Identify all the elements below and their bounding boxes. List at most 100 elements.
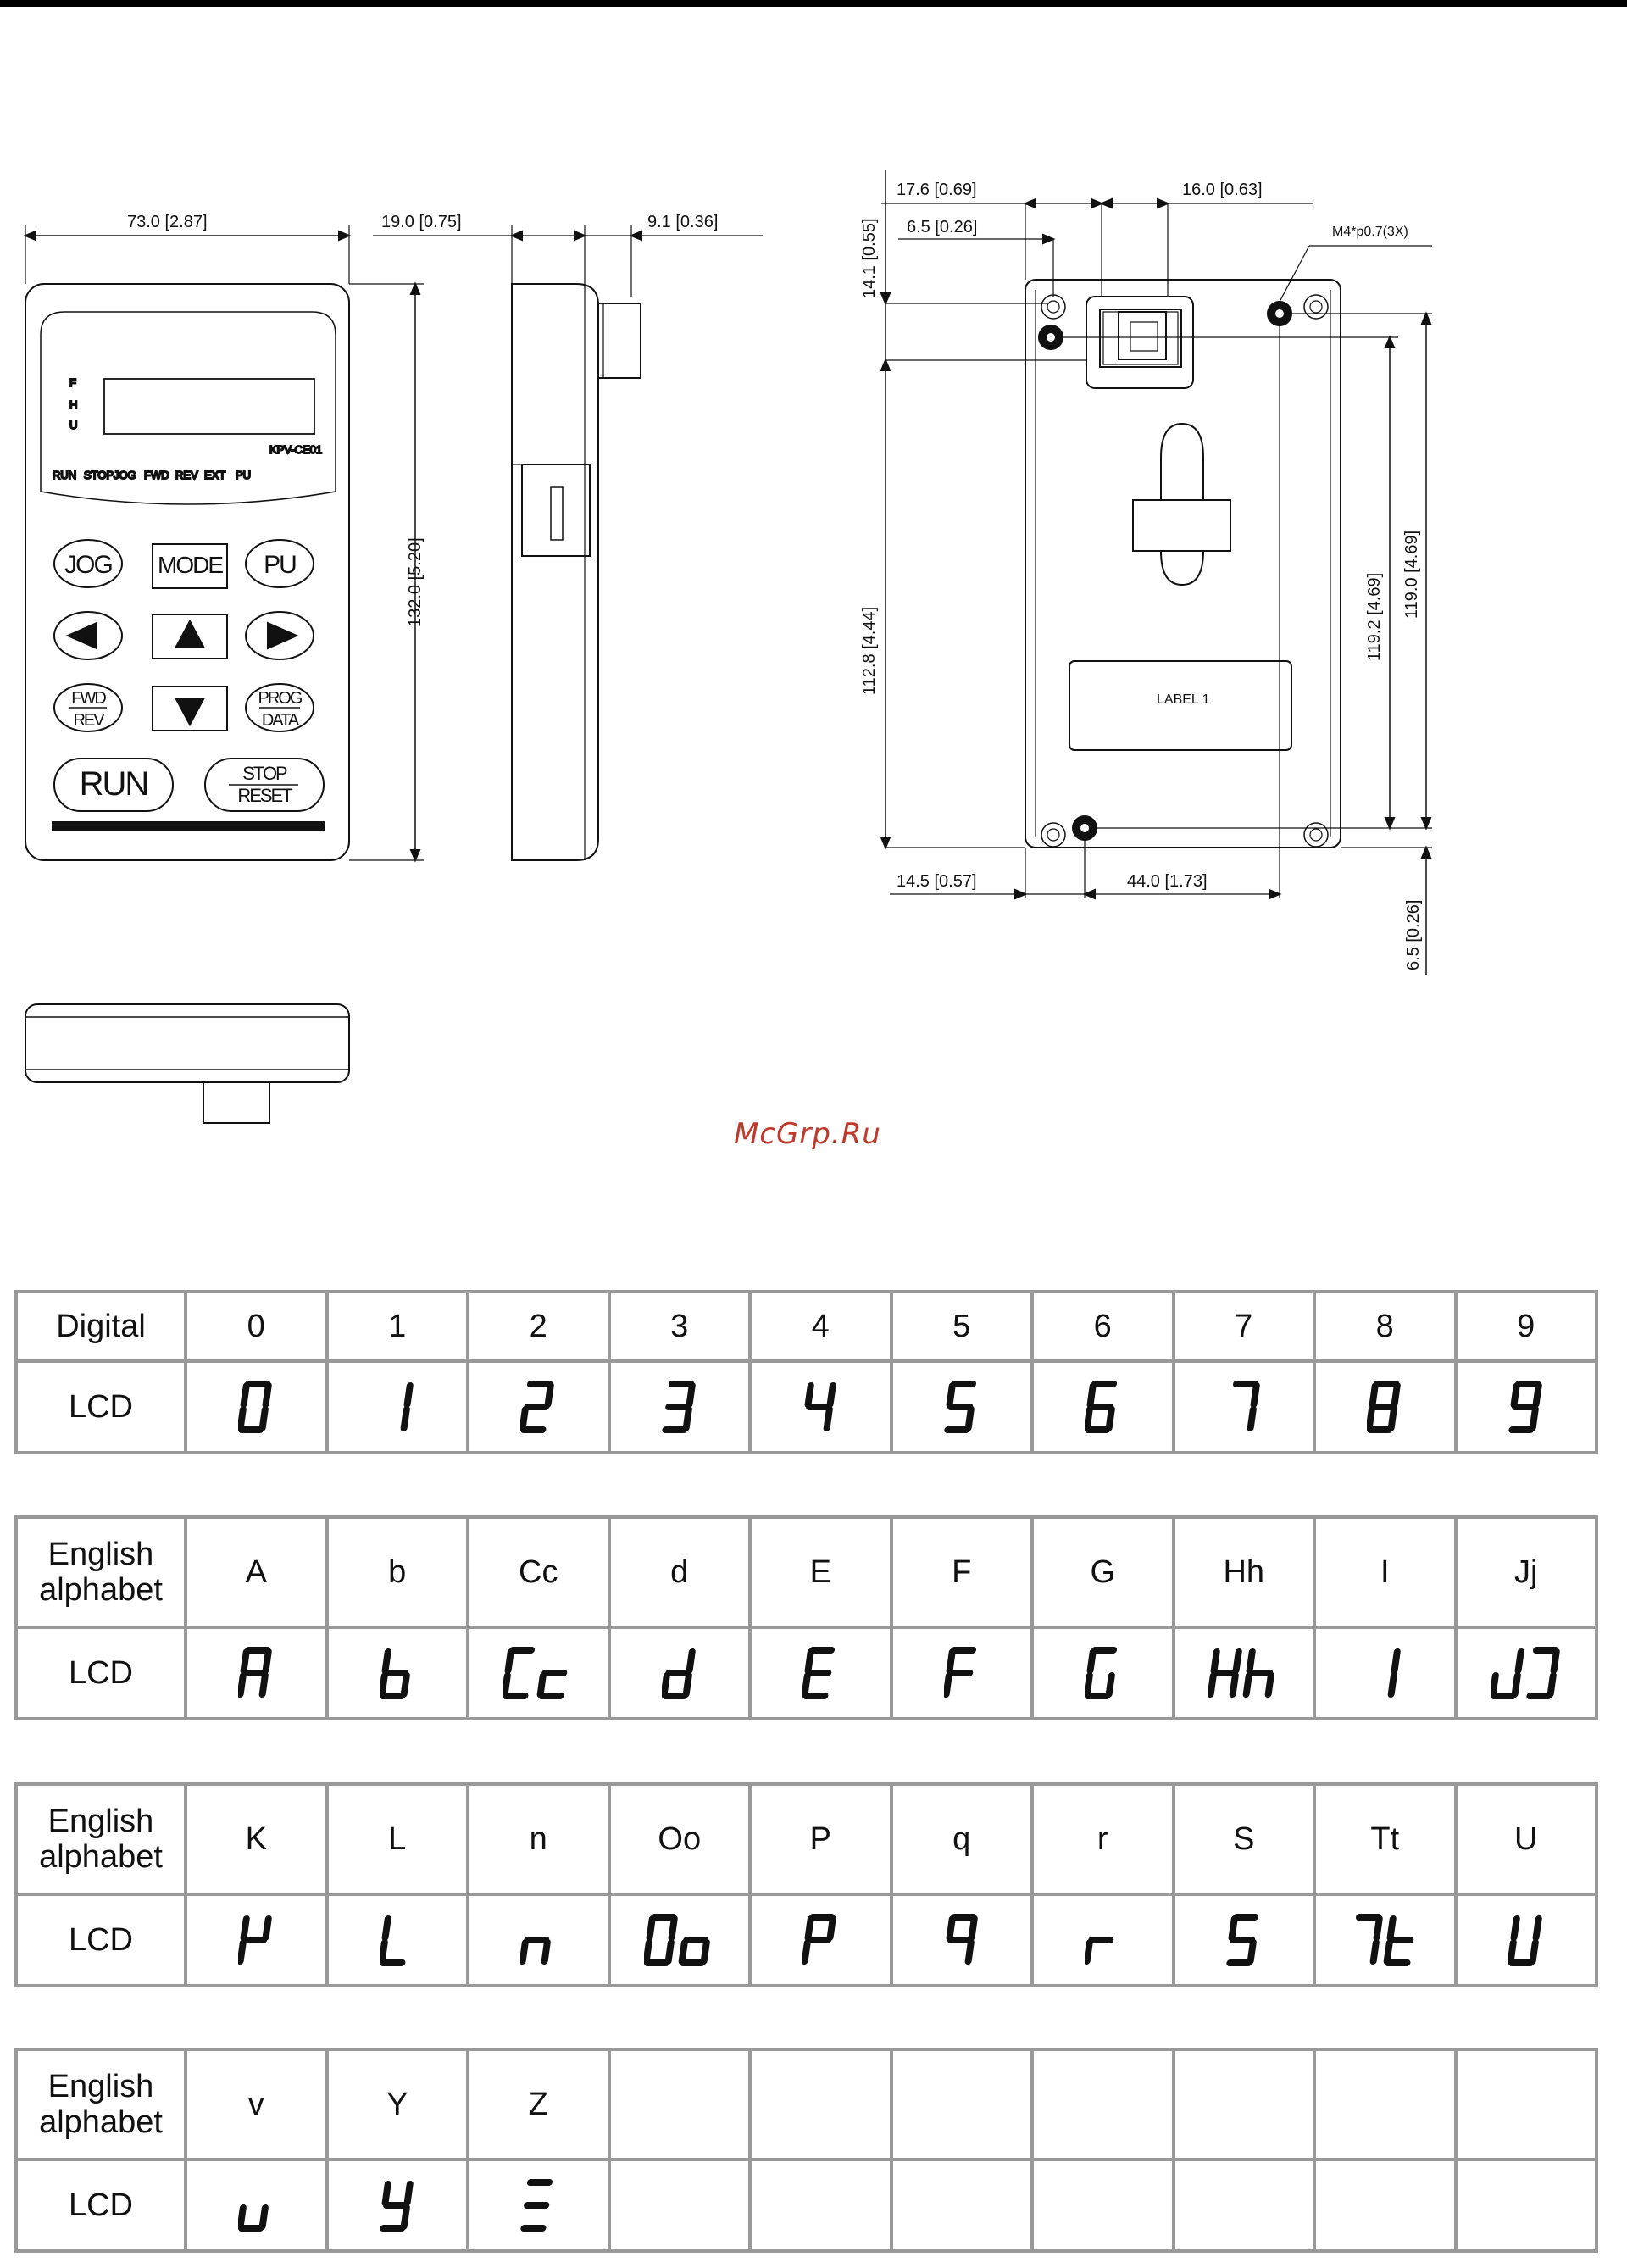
lcd-segment-b: [968, 1915, 978, 1941]
lcd-cell: [184, 1893, 329, 1987]
lcd-segment-f: [1510, 1915, 1520, 1941]
lcd-segment-f: [804, 1382, 815, 1408]
key-fwd[interactable]: FWD: [71, 689, 108, 708]
dim-back-top-b: 6.5 [0.26]: [907, 218, 977, 236]
lcd-segment-c: [823, 1406, 834, 1431]
lcd-cell: [1030, 2158, 1175, 2253]
lcd-segment-c: [682, 1672, 692, 1698]
lcd-segment-b: [262, 1382, 273, 1408]
lcd-cell: [184, 1359, 329, 1454]
lcd-segment-f: [946, 1648, 956, 1674]
lcd-cell: [184, 1626, 329, 1720]
indicator-ext: EXT: [204, 469, 225, 481]
key-reset[interactable]: RESET: [237, 785, 294, 806]
table-char: G: [1030, 1515, 1175, 1629]
table-char: I: [1313, 1515, 1458, 1629]
lcd-segment-c: [1264, 1672, 1274, 1698]
lcd-segment-c: [1105, 1406, 1116, 1431]
key-mode[interactable]: MODE: [158, 552, 225, 578]
table-char: n: [466, 1782, 611, 1896]
lcd-segment-b: [668, 1915, 678, 1941]
lcd-glyph: [1085, 1381, 1118, 1433]
lcd-cell: [748, 1359, 893, 1454]
table-char: 0: [184, 1290, 329, 1363]
lcd-segment-e: [238, 2204, 247, 2230]
dim-back-height-right-b: 119.0 [4.69]: [1402, 531, 1421, 619]
table-row-label: LCD: [14, 1359, 187, 1454]
table-char: [1171, 2048, 1316, 2161]
lcd-segment-c: [1247, 1939, 1257, 1965]
lcd-segment-f: [946, 1915, 956, 1941]
lcd-cell: [1171, 1359, 1316, 1454]
lcd-glyph: [503, 1647, 568, 1699]
lcd-segment-e: [238, 1672, 247, 1698]
lcd-segment-c: [400, 1406, 410, 1431]
lcd-segment-b: [262, 1648, 273, 1674]
lcd-cell: [466, 2158, 611, 2253]
lcd-segment-b: [1373, 1915, 1384, 1941]
lcd-segment-e: [1242, 1672, 1252, 1698]
lcd-cell: [889, 1359, 1034, 1454]
lcd-cell: [1313, 1626, 1458, 1720]
lcd-glyph: [1508, 1381, 1542, 1433]
lcd-cell: [1171, 1626, 1316, 1720]
lcd-segment-b: [1250, 1382, 1260, 1408]
lcd-cell: [325, 2158, 469, 2253]
table-char: 8: [1313, 1290, 1458, 1363]
lcd-cell: [1313, 2158, 1458, 2253]
lcd-segment-f: [381, 1648, 391, 1674]
lcd-glyph: [1232, 1381, 1260, 1431]
table-char: 6: [1030, 1290, 1175, 1363]
table-char: U: [1453, 1782, 1598, 1896]
lcd-segment-f: [1228, 1915, 1238, 1941]
lcd-segment-c: [1247, 1406, 1257, 1431]
lcd-cell: [607, 1359, 752, 1454]
lcd-segment-c: [682, 1406, 692, 1431]
key-stop[interactable]: STOP: [242, 763, 289, 784]
key-data[interactable]: DATA: [262, 711, 302, 730]
table-char: F: [889, 1515, 1034, 1629]
lcd-segment-b: [1532, 1915, 1542, 1941]
lcd-cell: [466, 1626, 611, 1720]
table-char: Y: [325, 2048, 469, 2161]
lcd-segment-e: [1367, 1406, 1376, 1431]
key-pu[interactable]: PU: [264, 551, 297, 579]
table-char: S: [1171, 1782, 1316, 1896]
table-char: A: [184, 1515, 329, 1629]
key-prog[interactable]: PROG: [258, 689, 304, 708]
lcd-cell: [1453, 1626, 1598, 1720]
key-jog[interactable]: JOG: [64, 551, 114, 579]
lcd-glyph: [1508, 1915, 1542, 1966]
dim-back-top-spacing: 16.0 [0.63]: [1182, 181, 1263, 199]
lcd-glyph: [1367, 1381, 1402, 1433]
dim-back-bottom-spacing: 44.0 [1.73]: [1127, 872, 1208, 891]
lcd-cell: [325, 1626, 469, 1720]
table-char: 9: [1453, 1290, 1598, 1363]
lcd-glyph: [944, 1381, 976, 1433]
lcd-segment-c: [258, 1672, 269, 1698]
unit-label-f: F: [69, 376, 76, 389]
lcd-glyph: [520, 1937, 552, 1965]
key-rev[interactable]: REV: [73, 711, 107, 730]
lcd-segment-c: [1387, 1406, 1398, 1431]
lcd-cell: [1453, 2158, 1598, 2253]
lcd-cell: [607, 1893, 752, 1987]
back-view: [880, 170, 1432, 975]
dim-back-bottom-left: 14.5 [0.57]: [897, 872, 977, 891]
lcd-segment-e: [1508, 1939, 1517, 1965]
table-char: K: [184, 1782, 329, 1896]
lcd-cell: [1171, 2158, 1316, 2253]
lcd-segment-f: [240, 1382, 251, 1408]
down-arrow-icon: [175, 698, 205, 727]
lcd-segment-f: [804, 1915, 815, 1941]
key-run[interactable]: RUN: [80, 765, 150, 803]
table-char: 4: [748, 1290, 893, 1363]
lcd-segment-e: [503, 1672, 512, 1698]
lcd-segment-e: [678, 1939, 688, 1965]
table-char: Tt: [1313, 1782, 1458, 1896]
lcd-segment-b: [1550, 1648, 1560, 1674]
